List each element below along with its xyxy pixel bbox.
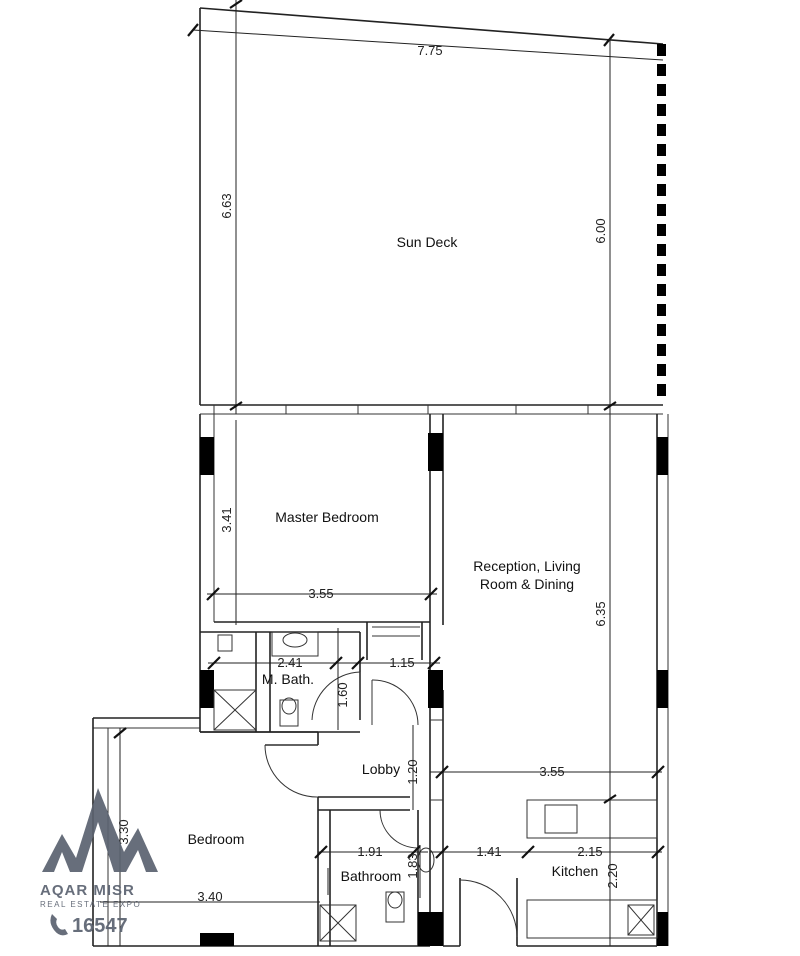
dim-reception-height: 6.35 — [593, 601, 608, 626]
dim-sun-deck-left: 6.63 — [219, 193, 234, 218]
dim-master-width: 3.55 — [308, 586, 333, 601]
pillars — [200, 433, 668, 946]
dim-bedroom-width: 3.40 — [197, 889, 222, 904]
room-label-kitchen: Kitchen — [552, 863, 599, 879]
room-label-sun-deck: Sun Deck — [397, 234, 459, 250]
dim-kitchen-height: 2.20 — [605, 863, 620, 888]
fixtures — [213, 626, 658, 942]
logo-phone: 16547 — [72, 915, 128, 937]
dim-master-height: 3.41 — [219, 507, 234, 532]
logo-name: AQAR MISR — [40, 882, 135, 899]
room-label-reception-line1: Reception, Living — [473, 558, 580, 574]
sun-deck — [199, 7, 664, 420]
room-label-reception-line2: Room & Dining — [480, 576, 574, 592]
dim-lobby-top: 1.15 — [389, 655, 414, 670]
aqar-misr-logo: AQAR MISR REAL ESTATE EXPO 16547 — [40, 788, 158, 937]
room-label-lobby: Lobby — [362, 761, 400, 777]
dim-bathroom-width: 1.91 — [357, 844, 382, 859]
room-label-bathroom: Bathroom — [341, 868, 402, 884]
room-label-bedroom: Bedroom — [188, 831, 245, 847]
room-label-master-bedroom: Master Bedroom — [275, 509, 378, 525]
logo-mountain-icon — [42, 788, 158, 872]
dim-bathroom-height: 1.83 — [405, 853, 420, 878]
dim-reception-width: 3.55 — [539, 764, 564, 779]
deck-railing — [657, 44, 666, 396]
dim-sun-deck-width: 7.75 — [417, 43, 442, 58]
dimension-lines — [100, 0, 665, 946]
dim-kitchen-left: 1.41 — [476, 844, 501, 859]
doors — [264, 671, 518, 938]
dim-lobby-door: 1.60 — [335, 682, 350, 707]
phone-icon — [50, 914, 68, 936]
dim-lobby-height: 1.20 — [405, 759, 420, 784]
dim-sun-deck-right: 6.00 — [593, 218, 608, 243]
dim-kitchen-right: 2.15 — [577, 844, 602, 859]
dim-mbath-width: 2.41 — [277, 655, 302, 670]
dim-bedroom-height: 3.30 — [116, 819, 131, 844]
room-label-m-bath: M. Bath. — [262, 671, 314, 687]
logo-tagline: REAL ESTATE EXPO — [40, 900, 141, 909]
